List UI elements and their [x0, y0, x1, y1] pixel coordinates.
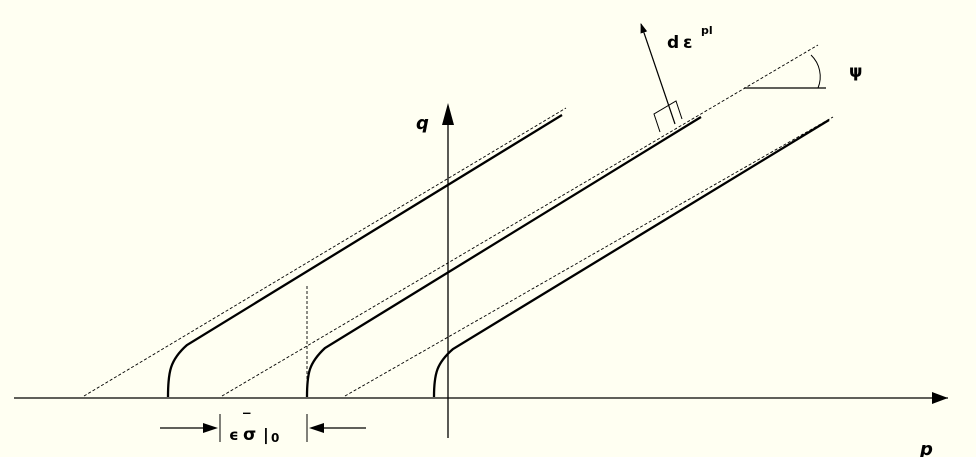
flow-vector	[640, 23, 676, 125]
dim-arrowhead-left	[203, 423, 218, 433]
eccentricity-subscript: 0	[271, 431, 279, 445]
flow-label-d: d	[667, 33, 679, 53]
psi-arc	[810, 54, 821, 89]
yield-curve-1	[166, 114, 563, 398]
psi-label: ψ	[849, 62, 863, 82]
eccentricity-epsilon: ϵ	[229, 426, 239, 444]
q-axis-arrowhead	[442, 103, 454, 125]
eccentricity-separator: |	[263, 425, 269, 445]
dim-arrowhead-right	[309, 423, 324, 433]
p-axis-label: p	[919, 439, 933, 457]
asymptote-3	[344, 116, 834, 397]
yield-curve-3	[432, 119, 830, 398]
q-axis-label: q	[416, 113, 429, 134]
flow-label-superscript: pl	[701, 24, 713, 37]
p-axis-arrowhead	[932, 392, 948, 404]
asymptote-1	[83, 107, 567, 397]
right-angle-marker	[653, 100, 683, 133]
eccentricity-bar: ‾	[243, 410, 251, 428]
eccentricity-sigma: σ	[243, 425, 256, 445]
flow-label-epsilon: ε	[683, 33, 692, 53]
asymptote-2	[221, 44, 819, 397]
yield-curve-2	[305, 116, 702, 398]
